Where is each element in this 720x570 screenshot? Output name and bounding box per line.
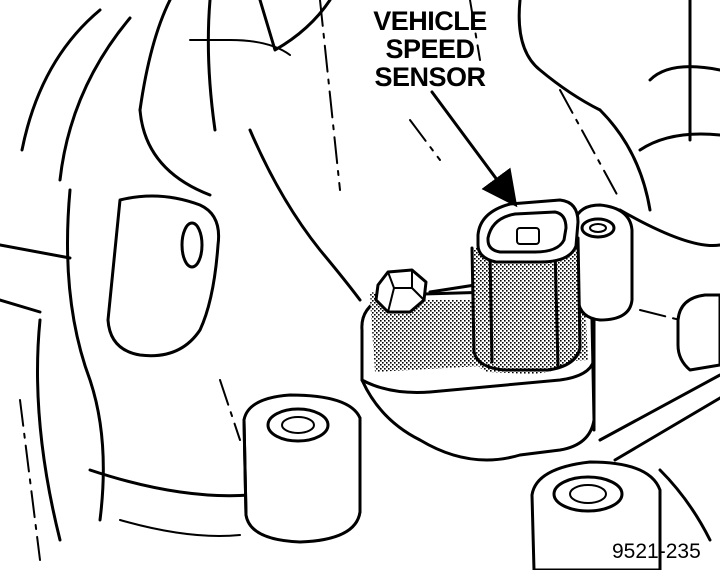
callout-leader [430, 90, 518, 208]
callout-line-1: VEHICLE [373, 6, 487, 36]
figure-number: 9521-235 [612, 540, 701, 563]
rear-boss [573, 203, 634, 322]
callout-line-2: SPEED [385, 34, 474, 64]
vehicle-speed-sensor [470, 198, 582, 374]
callout-label: VEHICLE SPEED SENSOR [373, 6, 487, 92]
callout-line-3: SENSOR [374, 62, 485, 92]
front-boss-right [530, 460, 662, 570]
hex-bolt [370, 268, 477, 330]
front-boss-left [242, 393, 362, 544]
right-rail [598, 293, 720, 542]
